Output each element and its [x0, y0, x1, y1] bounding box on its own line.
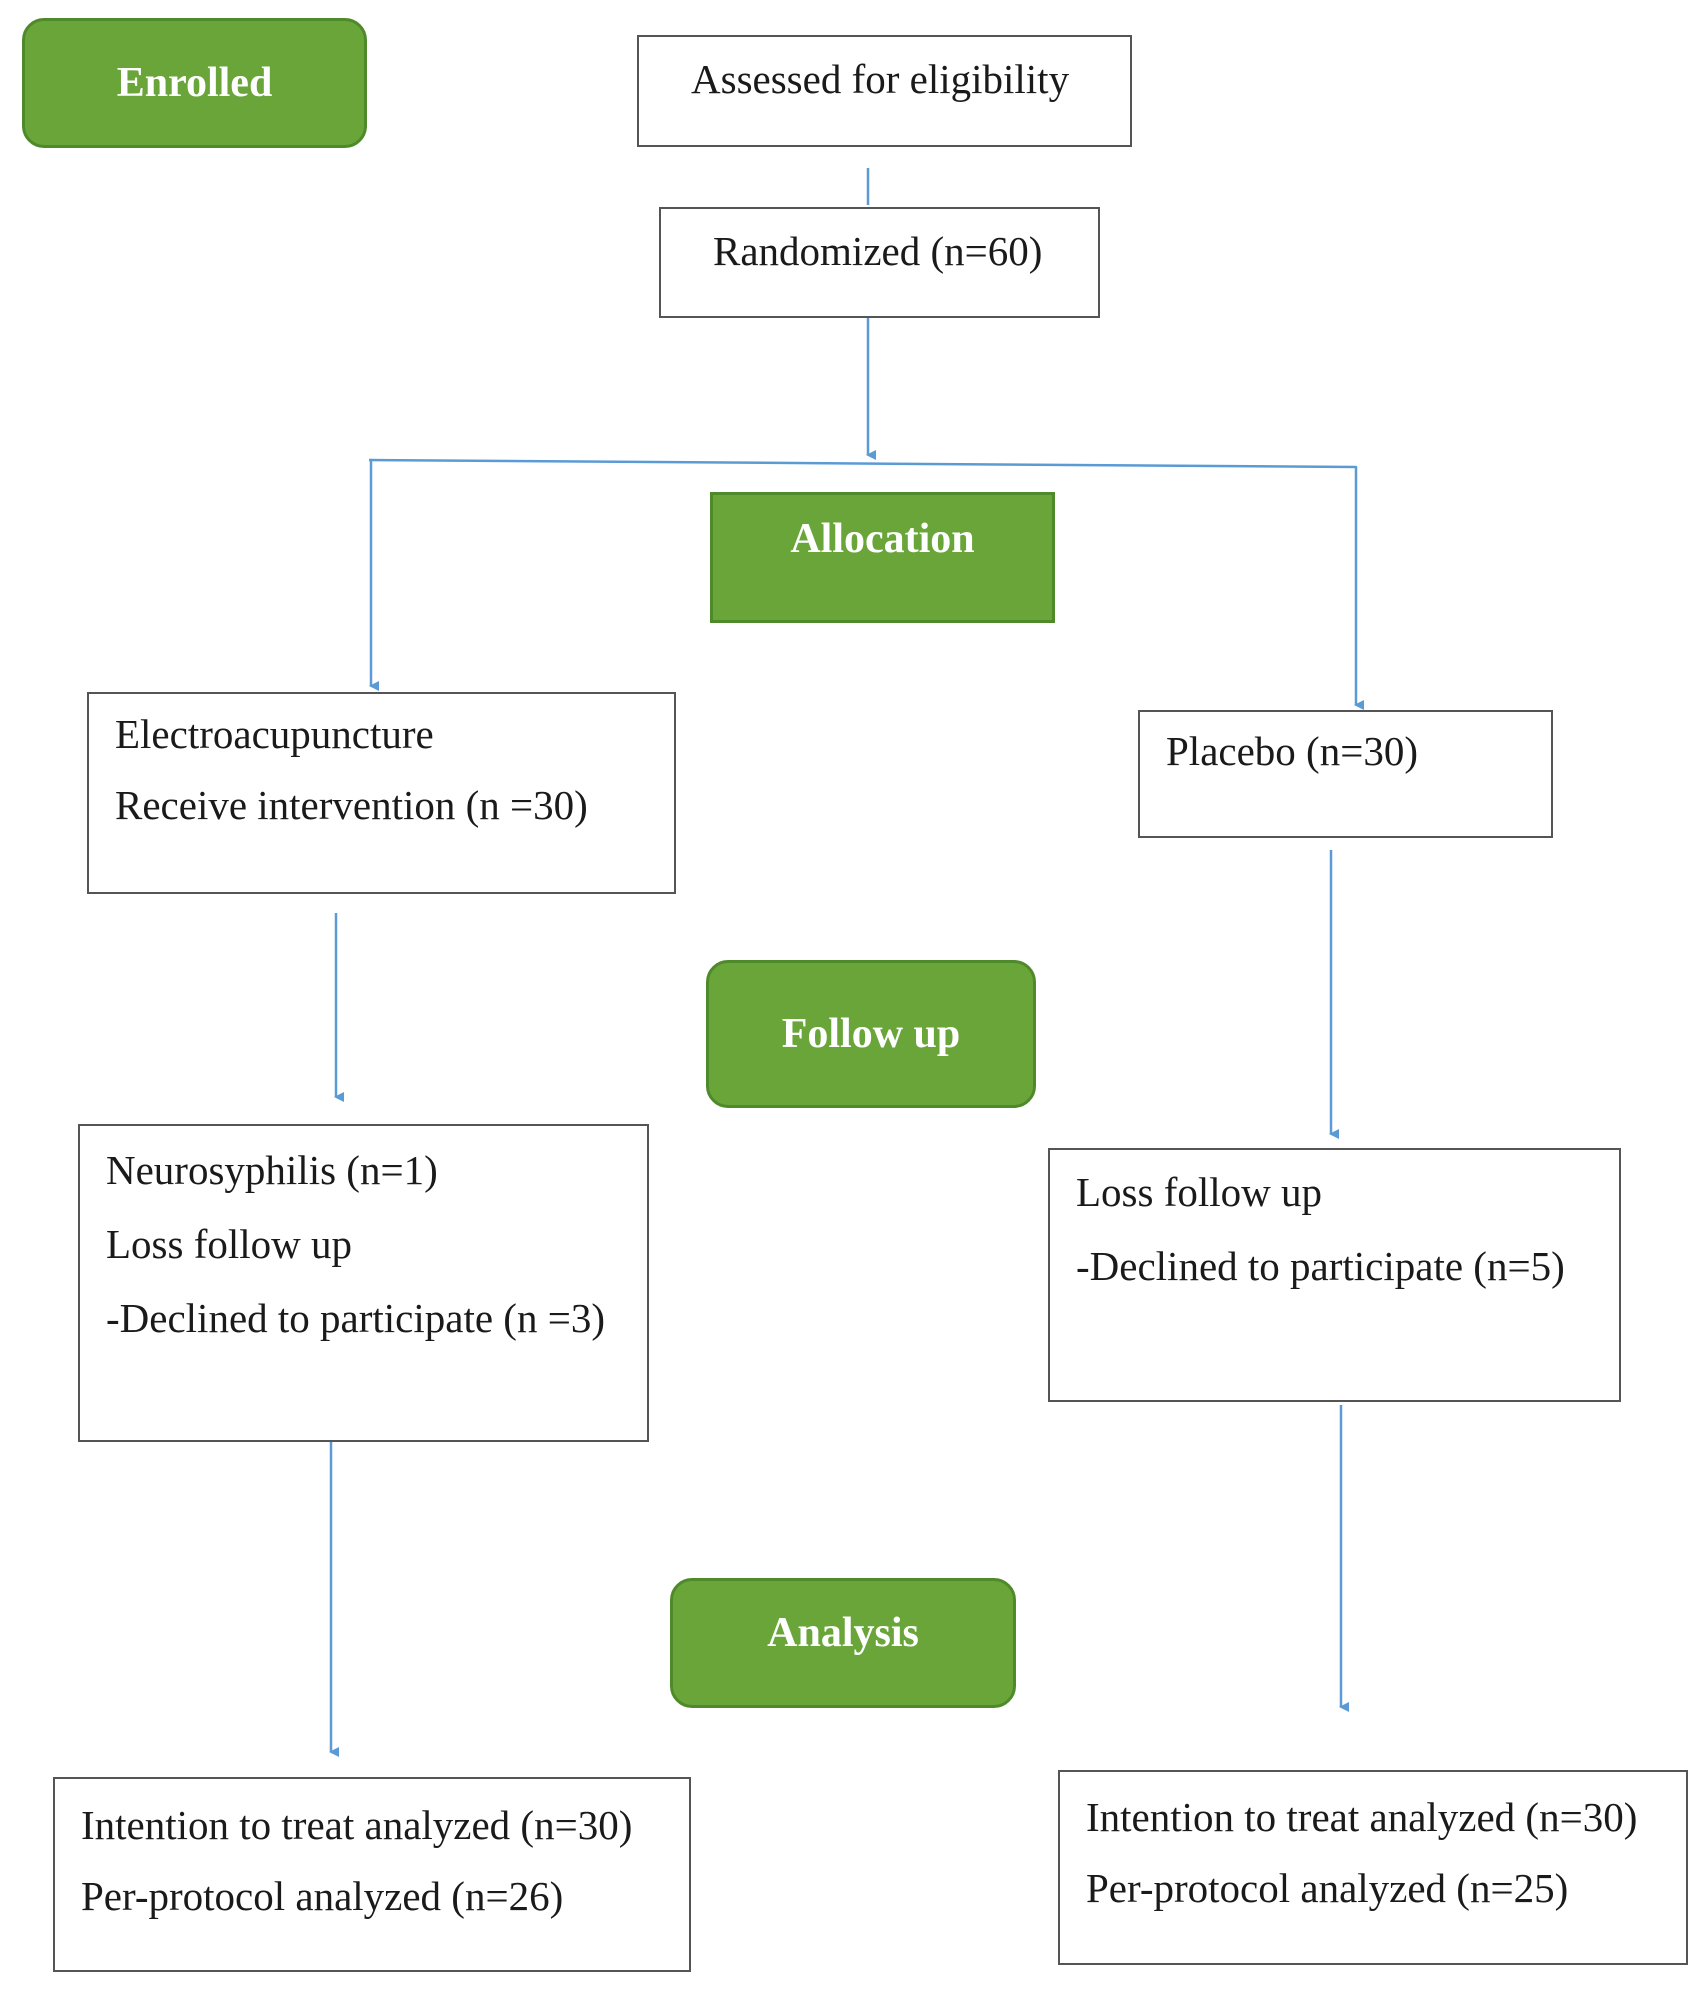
box-text-line: Per-protocol analyzed (n=26) [81, 1873, 564, 1919]
box-text-line: Loss follow up [106, 1221, 352, 1267]
randomized-box: Randomized (n=60) [659, 207, 1100, 318]
stage-analysis: Analysis [670, 1578, 1016, 1708]
stage-analysis-label: Analysis [767, 1610, 919, 1656]
stage-allocation: Allocation [710, 492, 1055, 623]
electro-follow-up-box: Neurosyphilis (n=1) Loss follow up -Decl… [78, 1124, 649, 1442]
connector-split-horizontal [368, 458, 1357, 469]
stage-enrolled: Enrolled [22, 18, 367, 148]
placebo-box: Placebo (n=30) [1138, 710, 1553, 838]
box-text-line: Intention to treat analyzed (n=30) [81, 1802, 633, 1848]
box-text-line: Electroacupuncture [115, 711, 434, 757]
box-text-line: Per-protocol analyzed (n=25) [1086, 1865, 1569, 1911]
box-text-line: Receive intervention (n =30) [115, 782, 588, 828]
box-text-line: Placebo (n=30) [1166, 728, 1418, 774]
stage-allocation-label: Allocation [790, 515, 975, 562]
stage-follow-up-label: Follow up [781, 1011, 961, 1057]
box-text-line: Randomized (n=60) [713, 228, 1043, 274]
electro-analysis-box: Intention to treat analyzed (n=30) Per-p… [53, 1777, 691, 1972]
box-text-line: -Declined to participate (n =3) [106, 1295, 605, 1341]
box-text-line: Neurosyphilis (n=1) [106, 1147, 438, 1193]
box-text-line: Loss follow up [1076, 1169, 1322, 1215]
placebo-follow-up-box: Loss follow up -Declined to participate … [1048, 1148, 1621, 1402]
box-text-line: -Declined to participate (n=5) [1076, 1243, 1565, 1289]
electroacupuncture-box: Electroacupuncture Receive intervention … [87, 692, 676, 894]
placebo-analysis-box: Intention to treat analyzed (n=30) Per-p… [1058, 1770, 1688, 1965]
assessed-box: Assessed for eligibility [637, 35, 1132, 147]
box-text-line: Assessed for eligibility [691, 56, 1070, 102]
stage-follow-up: Follow up [706, 960, 1036, 1108]
stage-enrolled-label: Enrolled [116, 60, 273, 106]
box-text-line: Intention to treat analyzed (n=30) [1086, 1794, 1638, 1840]
